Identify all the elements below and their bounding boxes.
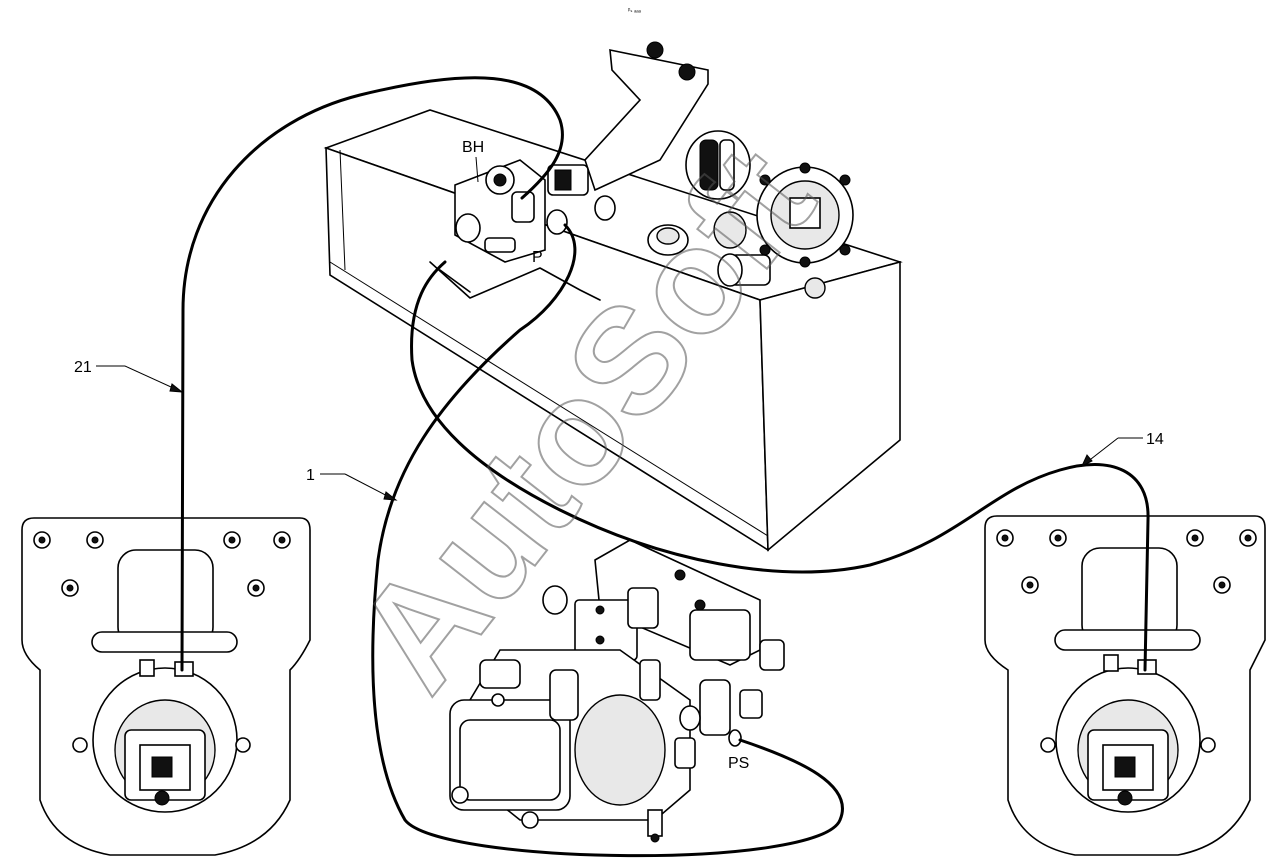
filler-cap (685, 130, 751, 249)
label-hose-14: 14 (1146, 431, 1164, 448)
hose-1 (371, 223, 844, 858)
drawing-code: ᵖₛ ₐₐₐ (628, 8, 642, 14)
left-motor-assembly (21, 517, 311, 856)
hose-21 (180, 76, 564, 672)
label-hose-21: 21 (74, 359, 92, 376)
label-p: P (532, 249, 543, 266)
bh-valve-block (454, 159, 616, 263)
pump-assembly (449, 539, 785, 843)
sight-plug (647, 224, 689, 256)
label-bh: BH (462, 139, 484, 156)
label-hose-1: 1 (306, 467, 315, 484)
hose-14 (410, 260, 1150, 672)
label-ps: PS (728, 755, 749, 772)
filter-housing (717, 162, 854, 299)
right-motor-assembly (984, 515, 1266, 856)
